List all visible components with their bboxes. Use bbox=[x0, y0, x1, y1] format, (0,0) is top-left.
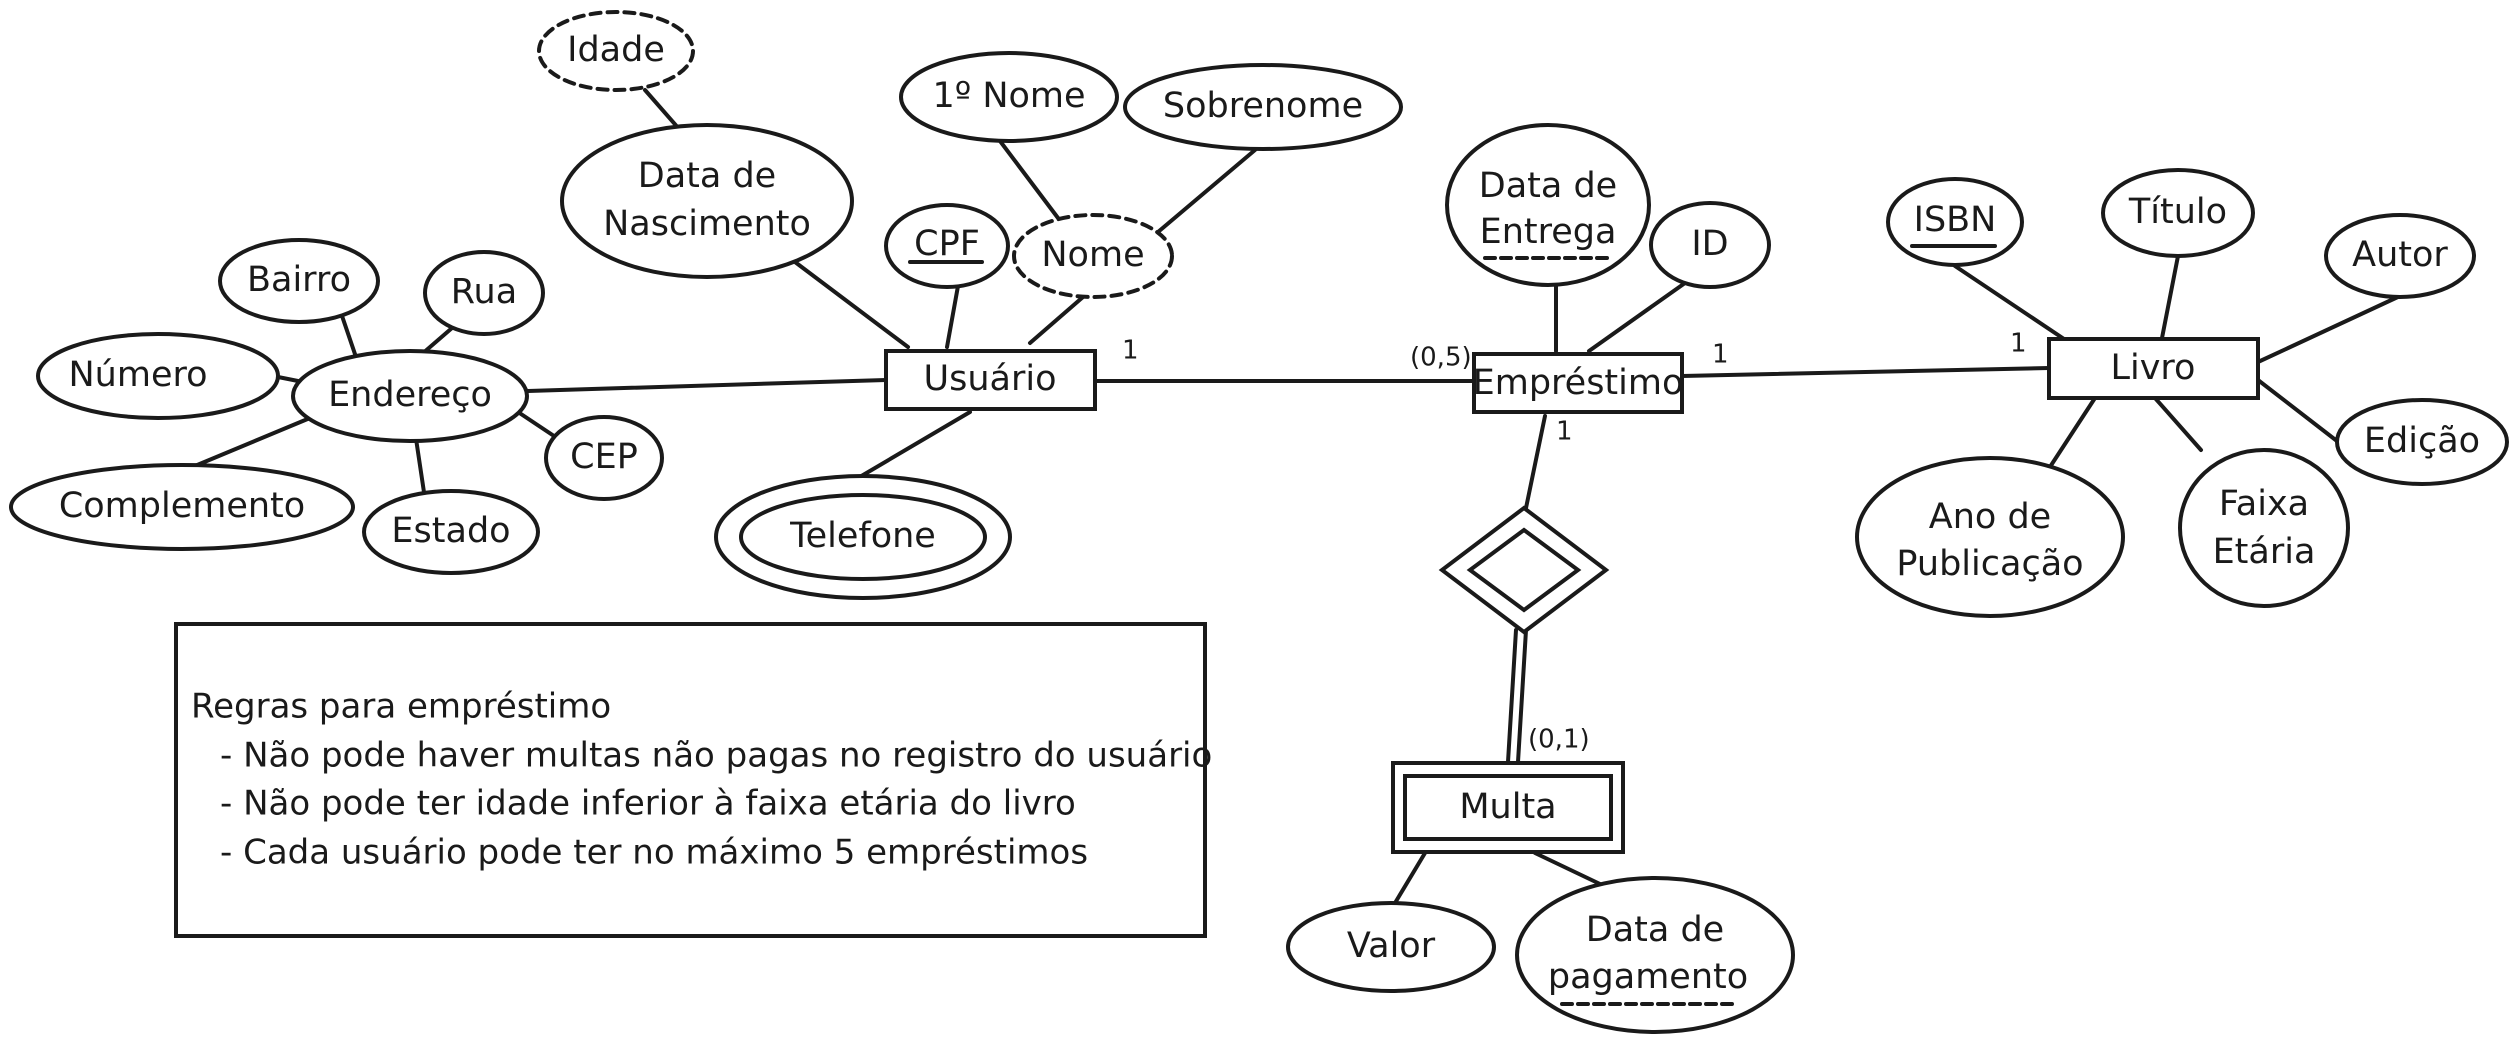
label-usuario: Usuário bbox=[923, 359, 1056, 399]
attr-valor bbox=[1286, 901, 1496, 993]
cardinality-emprestimo-multa: 1 bbox=[1556, 417, 1573, 447]
label-data-pagamento-2: pagamento bbox=[1548, 957, 1748, 997]
rules-item: - Não pode haver multas não pagas no reg… bbox=[220, 736, 1212, 776]
entity-livro bbox=[2047, 337, 2260, 400]
label-autor: Autor bbox=[2352, 235, 2448, 275]
label-cpf: CPF bbox=[914, 224, 980, 264]
attr-faixa-etaria bbox=[2178, 448, 2350, 608]
label-cep: CEP bbox=[570, 437, 638, 477]
attr-bairro bbox=[218, 238, 380, 324]
label-valor: Valor bbox=[1347, 926, 1436, 966]
attr-cep bbox=[544, 415, 664, 501]
attr-id bbox=[1649, 201, 1771, 289]
cardinality-emprestimo-usuario: (0,5) bbox=[1410, 343, 1472, 373]
attr-edicao bbox=[2335, 398, 2509, 486]
label-emprestimo: Empréstimo bbox=[1473, 363, 1684, 403]
label-data-entrega-2: Entrega bbox=[1480, 212, 1617, 252]
weak-relationship-inner bbox=[1466, 527, 1582, 613]
label-titulo: Título bbox=[2128, 192, 2227, 232]
label-data-entrega-1: Data de bbox=[1479, 166, 1617, 206]
cardinality-usuario: 1 bbox=[1122, 336, 1139, 366]
label-rua: Rua bbox=[451, 272, 517, 312]
attr-estado bbox=[362, 489, 540, 575]
attr-nome bbox=[1012, 213, 1174, 299]
label-numero: Número bbox=[68, 355, 207, 395]
attr-titulo bbox=[2101, 168, 2255, 258]
label-multa: Multa bbox=[1459, 787, 1556, 827]
label-id: ID bbox=[1691, 224, 1728, 264]
label-bairro: Bairro bbox=[247, 260, 351, 300]
label-ano-publicacao-2: Publicação bbox=[1896, 544, 2083, 584]
cardinality-emprestimo-livro: 1 bbox=[1712, 340, 1729, 370]
label-edicao: Edição bbox=[2364, 421, 2480, 461]
attr-primeiro-nome bbox=[899, 51, 1119, 143]
label-primeiro-nome: 1º Nome bbox=[932, 76, 1085, 116]
label-idade: Idade bbox=[567, 30, 665, 70]
label-data-nascimento-2: Nascimento bbox=[603, 204, 811, 244]
connector-lines bbox=[188, 88, 2402, 905]
attr-numero bbox=[36, 332, 280, 420]
label-faixa-etaria-2: Etária bbox=[2213, 532, 2316, 572]
rules-box bbox=[174, 622, 1207, 938]
cardinality-livro: 1 bbox=[2010, 329, 2027, 359]
attr-sobrenome bbox=[1123, 63, 1403, 151]
attr-isbn bbox=[1886, 177, 2024, 267]
attr-cpf bbox=[884, 203, 1010, 289]
entity-emprestimo bbox=[1472, 352, 1684, 414]
label-faixa-etaria-1: Faixa bbox=[2219, 484, 2309, 524]
attr-data-entrega bbox=[1445, 123, 1651, 287]
label-estado: Estado bbox=[391, 511, 510, 551]
attr-ano-publicacao bbox=[1855, 456, 2125, 618]
label-data-pagamento-1: Data de bbox=[1586, 910, 1724, 950]
attr-data-nascimento bbox=[560, 123, 854, 279]
entity-multa-inner bbox=[1403, 774, 1613, 841]
attr-data-pagamento bbox=[1515, 876, 1795, 1034]
cardinality-multa: (0,1) bbox=[1528, 725, 1590, 755]
label-telefone: Telefone bbox=[789, 516, 936, 556]
rules-item: - Cada usuário pode ter no máximo 5 empr… bbox=[220, 833, 1088, 873]
key-underlines bbox=[908, 244, 1997, 1006]
attr-autor bbox=[2324, 213, 2476, 299]
attr-endereco bbox=[291, 349, 529, 443]
label-data-nascimento-1: Data de bbox=[638, 156, 776, 196]
rules-title: Regras para empréstimo bbox=[191, 687, 611, 727]
label-isbn: ISBN bbox=[1914, 200, 1997, 240]
label-nome: Nome bbox=[1041, 235, 1144, 275]
attr-complemento bbox=[9, 463, 355, 551]
label-complemento: Complemento bbox=[59, 486, 305, 526]
attr-rua bbox=[423, 250, 545, 336]
label-ano-publicacao-1: Ano de bbox=[1929, 497, 2051, 537]
entity-usuario bbox=[884, 349, 1097, 411]
rules-item: - Não pode ter idade inferior à faixa et… bbox=[220, 784, 1076, 824]
label-endereco: Endereço bbox=[328, 375, 492, 415]
label-sobrenome: Sobrenome bbox=[1163, 86, 1363, 126]
label-livro: Livro bbox=[2111, 348, 2196, 388]
attr-telefone-inner bbox=[739, 493, 987, 581]
attr-idade bbox=[537, 10, 695, 92]
